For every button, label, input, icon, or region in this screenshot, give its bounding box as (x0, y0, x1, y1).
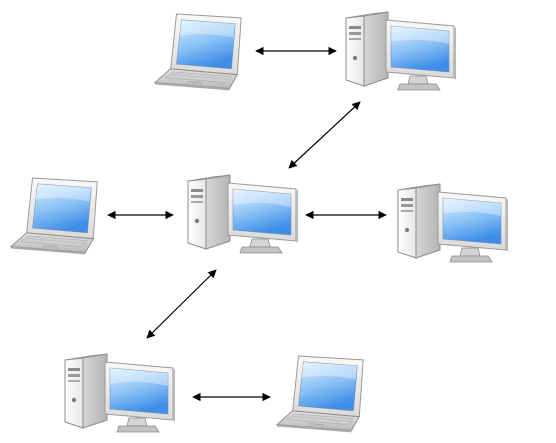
node-laptop-bottom-right (276, 355, 364, 433)
laptop-icon (154, 13, 242, 91)
connection-links (107, 46, 387, 402)
node-desktop-middle-right (397, 183, 509, 263)
laptop-icon (276, 355, 364, 433)
node-laptop-middle-left (10, 177, 98, 255)
link-desktop-top-right-to-desktop-center (288, 101, 361, 169)
desktop-computer-icon (397, 183, 509, 263)
desktop-computer-icon (64, 353, 176, 433)
node-desktop-top-right (345, 11, 457, 91)
desktop-computer-icon (345, 11, 457, 91)
node-laptop-top (154, 13, 242, 91)
laptop-icon (10, 177, 98, 255)
node-desktop-bottom-left (64, 353, 176, 433)
desktop-computer-icon (187, 174, 299, 254)
link-desktop-center-to-desktop-bottom-left (146, 269, 217, 339)
node-desktop-center (187, 174, 299, 254)
